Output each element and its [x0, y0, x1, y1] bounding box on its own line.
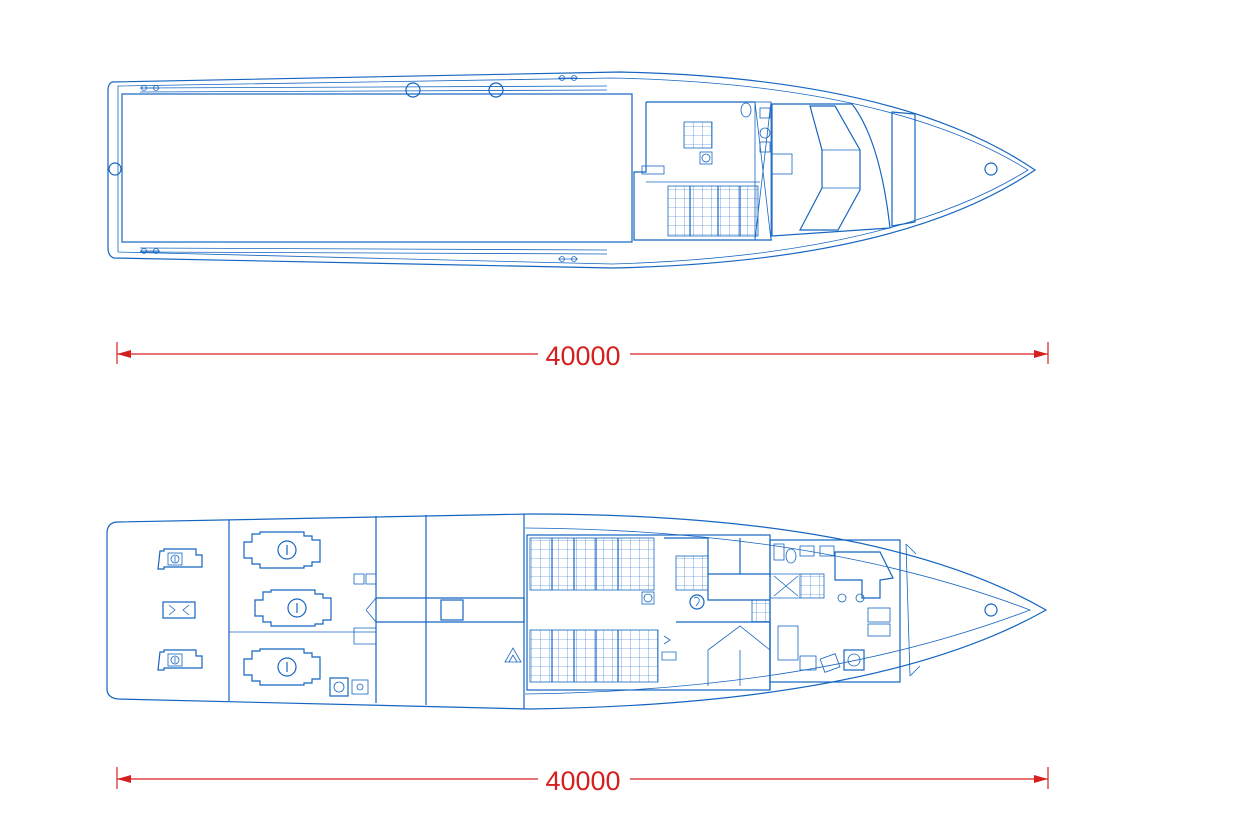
toilet-icon: [785, 548, 797, 564]
lower-length-label: 40000: [545, 766, 620, 796]
generators: [157, 548, 203, 671]
bunk-beds: [667, 185, 759, 237]
stair: [799, 573, 825, 599]
transformer-icon: [162, 601, 196, 619]
separator-icon: [329, 677, 369, 697]
galley-and-mess: [769, 539, 901, 683]
lower-dimension: 40000: [116, 766, 1049, 796]
engine-icon: [243, 531, 321, 569]
washbasin-icon: [641, 591, 655, 605]
stair: [675, 555, 709, 591]
wheelhouse: [771, 103, 916, 237]
upper-rails: [139, 85, 608, 255]
berth-block: [529, 537, 655, 591]
cargo-deck-area: [121, 93, 633, 243]
lower-deck-plan: [106, 513, 1048, 710]
upper-length-label: 40000: [545, 341, 620, 371]
generator-icon: [157, 649, 203, 671]
switchboard-icon: [353, 573, 377, 585]
engine-hatch: [440, 599, 464, 621]
pump-icon: [504, 647, 522, 663]
upper-deck-plan: [107, 71, 1037, 269]
engine-icon: [254, 589, 332, 627]
berth-block: [529, 629, 659, 683]
lower-hull-outline: [106, 513, 1048, 710]
anchor-icon: [661, 635, 677, 661]
washbasin-icon: [699, 151, 713, 165]
accommodation: [526, 534, 771, 691]
hatch-openings: [108, 82, 998, 176]
generator-icon: [157, 548, 203, 570]
stair: [751, 599, 771, 623]
toilet-icon: [740, 102, 752, 118]
upper-dimension: 40000: [116, 341, 1049, 371]
main-engines: [243, 531, 377, 697]
lifebuoy-icon: [689, 594, 705, 610]
stair: [683, 121, 713, 149]
winch-icon: [843, 649, 865, 671]
upper-hull-outline: [107, 71, 1037, 269]
forepeak: [905, 543, 998, 677]
compartment-bulkheads: [228, 514, 525, 709]
bollard-icons: [140, 75, 578, 262]
engine-icon: [243, 648, 321, 686]
upper-superstructure: [633, 101, 793, 241]
